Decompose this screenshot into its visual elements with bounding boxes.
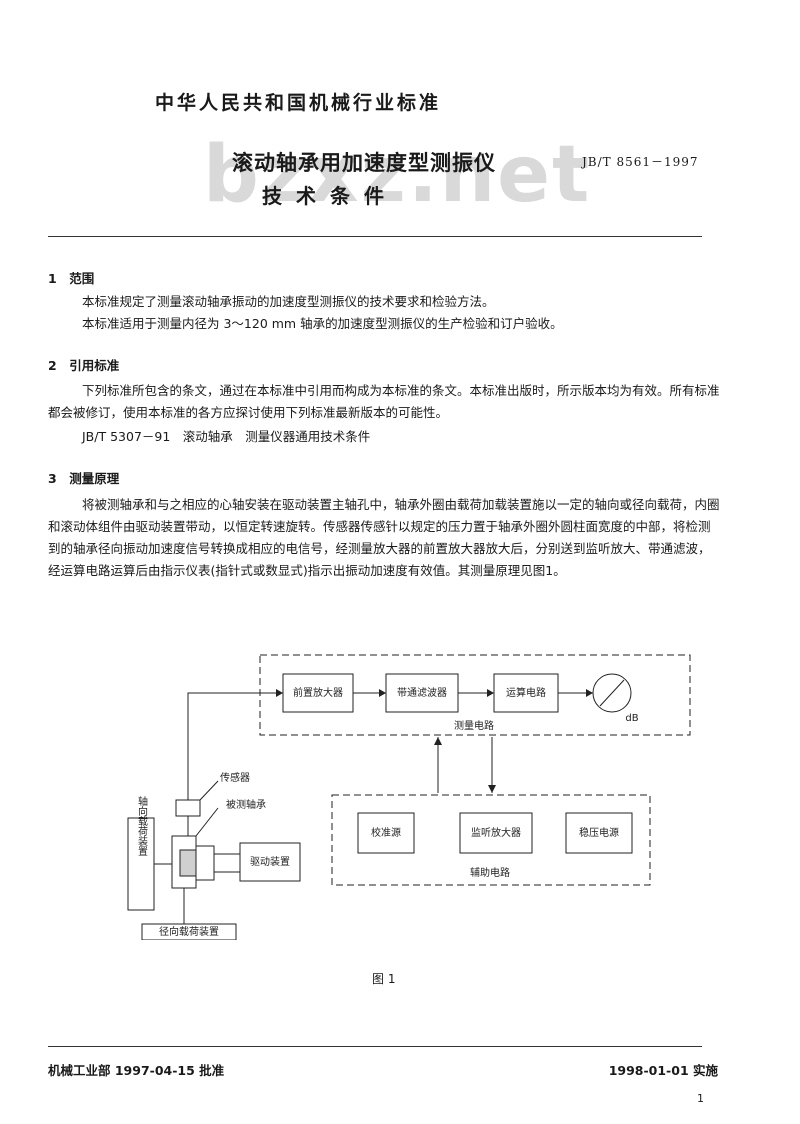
measure-circuit-label: 测量电路: [454, 719, 494, 732]
bearing-label: 被测轴承: [226, 798, 266, 811]
aux-circuit-box: [331, 794, 651, 886]
effective-date: 1998-01-01 实施: [608, 1063, 718, 1078]
compute-label: 运算电路: [506, 686, 546, 699]
paragraph: 本标准适用于测量内径为 3～120 mm 轴承的加速度型测振仪的生产检验和订户验…: [82, 316, 563, 331]
calibration-block: [357, 812, 415, 854]
header-rule: [48, 236, 702, 237]
drive-label: 驱动装置: [250, 855, 290, 868]
sensor-label: 传感器: [220, 771, 250, 784]
preamp-label: 前置放大器: [293, 686, 343, 699]
meter-needle: [599, 679, 625, 707]
standard-number: JB/T 8561－1997: [582, 155, 699, 169]
bandpass-label: 带通滤波器: [397, 686, 447, 699]
monitor-amp-label: 监听放大器: [471, 826, 521, 839]
radial-load-block: [141, 923, 237, 940]
aux-circuit-label: 辅助电路: [470, 866, 510, 879]
reference-item: JB/T 5307－91 滚动轴承 测量仪器通用技术条件: [82, 429, 371, 444]
page-number: 1: [697, 1092, 704, 1105]
paragraph: 下列标准所包含的条文，通过在本标准中引用而构成为本标准的条文。本标准出版时，所示…: [48, 383, 720, 420]
radial-load-label: 径向载荷装置: [159, 925, 219, 938]
section-heading-scope: 1 范围: [48, 271, 95, 286]
drive-block: [239, 842, 301, 882]
power-supply-label: 稳压电源: [579, 826, 619, 839]
measure-circuit-box: [259, 654, 691, 736]
power-supply-block: [565, 812, 633, 854]
figure-1-diagram: 前置放大器 带通滤波器 运算电路 dB 测量电路 校准源 监听放大器 稳压电源 …: [127, 654, 691, 940]
meter-unit-label: dB: [625, 713, 638, 724]
paragraph: 将被测轴承和与之相应的心轴安装在驱动装置主轴孔中，轴承外圈由载荷加载装置施以一定…: [48, 497, 720, 578]
section-heading-references: 2 引用标准: [48, 358, 120, 373]
axial-load-label: 轴向载荷装置: [136, 795, 148, 856]
sensor-block: [175, 799, 201, 817]
document-title: 滚动轴承用加速度型测振仪: [232, 151, 496, 175]
approval-date: 机械工业部 1997-04-15 批准: [48, 1063, 225, 1078]
calibration-label: 校准源: [371, 826, 401, 839]
footer-rule: [48, 1046, 702, 1047]
paragraph: 本标准规定了测量滚动轴承振动的加速度型测振仪的技术要求和检验方法。: [82, 294, 495, 309]
bearing-inner: [179, 849, 197, 877]
watermark: bzxz.net: [203, 130, 592, 220]
section-heading-principle: 3 测量原理: [48, 471, 120, 486]
figure-caption: 图 1: [372, 972, 396, 986]
document-subtitle: 技术条件: [262, 184, 398, 208]
monitor-amp-block: [459, 812, 533, 854]
standard-category: 中华人民共和国机械行业标准: [155, 92, 442, 114]
